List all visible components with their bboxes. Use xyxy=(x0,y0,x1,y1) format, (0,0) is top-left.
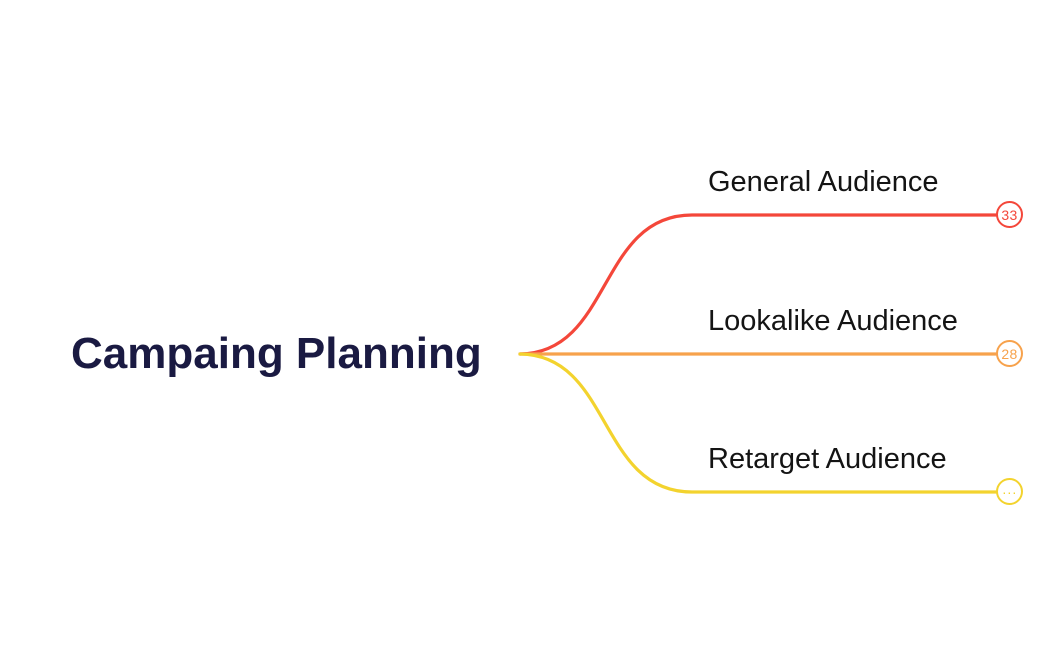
branch-count-badge-general-audience[interactable]: 33 xyxy=(996,201,1023,228)
branch-count-badge-lookalike-audience[interactable]: 28 xyxy=(996,340,1023,367)
branch-node-general-audience[interactable]: General Audience xyxy=(708,166,939,198)
branch-node-retarget-audience[interactable]: Retarget Audience xyxy=(708,443,947,475)
branch-more-badge-retarget-audience[interactable]: ··· xyxy=(996,478,1023,505)
root-node-label[interactable]: Campaing Planning xyxy=(71,329,482,378)
branch-node-lookalike-audience[interactable]: Lookalike Audience xyxy=(708,305,958,337)
